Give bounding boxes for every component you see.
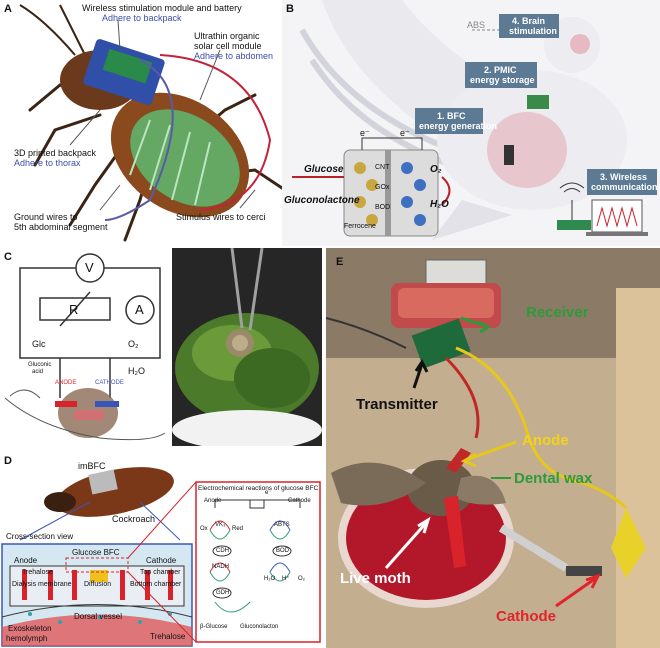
bfc-box-line1: 1. BFC (437, 111, 466, 121)
panel-b: B ABS 4. Brain stimulation 2. PMIC energ… (282, 0, 660, 246)
top-chamber-label: Top chamber (140, 569, 181, 576)
cockroach-illustration (19, 4, 287, 242)
pmic-box-line2: energy storage (470, 75, 535, 85)
gluconolactone-label: Gluconolactone (284, 195, 360, 206)
glucose-label: Glucose (304, 164, 344, 175)
imbfc-diagram (1, 467, 321, 647)
dialysis-label: Dialysis membrane (12, 581, 72, 588)
moth-photo (326, 248, 660, 648)
h2o-label-d: H₂O (264, 576, 276, 582)
transmitter-label: Transmitter (356, 396, 438, 413)
cross-section-label: Cross-section view (6, 532, 74, 541)
reaction-cathode-label: Cathode (288, 498, 311, 504)
h2o-label-c: H₂O (128, 366, 145, 376)
panel-c: C V R A Glc O₂ H₂O Gluconic acid ANODE C… (0, 248, 170, 446)
dorsal-vessel-label: Dorsal vessel (74, 612, 123, 621)
o2-label-d: O₂ (298, 576, 305, 582)
wireless-module-label: Wireless stimulation module and battery (82, 3, 242, 13)
panel-a: A Wireless stimulation module and batter… (0, 0, 300, 246)
ferrocene-label: Ferrocene (344, 223, 376, 230)
cockroach-label: Cockroach (112, 514, 156, 524)
bottom-chamber-label: Bottom chamber (130, 581, 182, 588)
reaction-anode-label: Anode (204, 498, 222, 504)
bod-label-d: BOD (276, 548, 290, 554)
exoskeleton-label: Exoskeleton (8, 624, 52, 633)
resistor-label: R (69, 302, 79, 317)
hplus-label: H⁺ (282, 576, 290, 582)
gluconic-label: Gluconic (28, 362, 52, 368)
cathode-label-e: Cathode (496, 608, 556, 625)
anode-label-e: Anode (522, 432, 569, 449)
bird-diagram (292, 0, 657, 240)
stimulus-wires-label: Stimulus wires to cerci (176, 212, 266, 222)
glc-label: Glc (32, 339, 46, 349)
diffusion-label: Diffusion (84, 581, 112, 588)
ground-wires-label-2: 5th abdominal segment (14, 222, 108, 232)
receiver-label: Receiver (526, 304, 589, 321)
wireless-box-line2: communication (591, 182, 658, 192)
o2-label-c: O₂ (128, 339, 139, 349)
gdh-label: GDH (216, 590, 230, 596)
reactions-title: Electrochemical reactions of glucose BFC (198, 485, 319, 492)
abs-label: ABS (467, 20, 486, 30)
vk3-label: VK₃ (215, 522, 226, 528)
cnt-label: CNT (375, 164, 390, 171)
o2-label: O₂ (430, 164, 442, 175)
electron-label-2: e⁻ (400, 128, 410, 138)
wireless-module-sublabel: Adhere to backpack (102, 13, 182, 23)
anode-label-d: Anode (14, 556, 38, 565)
brain-box-line2: stimulation (509, 26, 558, 36)
live-moth-label: Live moth (340, 570, 411, 587)
gluconic-label-2: acid (32, 369, 44, 375)
solar-cell-label-2: solar cell module (194, 41, 262, 51)
anode-label-c: ANODE (55, 380, 77, 386)
wireless-box-line1: 3. Wireless (600, 172, 647, 182)
ox-label-1: Ox (200, 526, 208, 532)
ground-wires-label: Ground wires to (14, 212, 78, 222)
abts-label: ABTS (274, 522, 290, 528)
gluconolacton-label: Gluconolacton (240, 624, 279, 630)
red-label-1: Red (232, 526, 244, 532)
brain-box-line1: 4. Brain (512, 16, 546, 26)
backpack-label: 3D printed backpack (14, 148, 97, 158)
glucose-bfc-label: Glucose BFC (72, 548, 120, 557)
h2o-label: H₂O (430, 199, 449, 210)
moss-snail-image (172, 248, 322, 446)
imbfc-label: imBFC (78, 461, 106, 471)
cdh-label: CDH (216, 548, 229, 554)
electron-label-d: e⁻ (265, 490, 272, 496)
dental-wax-label: Dental wax (514, 470, 593, 487)
panel-label-b: B (286, 3, 294, 15)
panel-label-e: E (336, 256, 344, 268)
beta-glucose-label: β-Glucose (200, 624, 228, 630)
bod-label: BOD (375, 204, 391, 211)
snail-photo (172, 248, 322, 446)
trehalose-label-2: Trehalose (150, 632, 186, 641)
cathode-label-c: CATHODE (95, 380, 124, 386)
panel-label-a: A (4, 3, 12, 15)
solar-cell-sublabel: Adhere to abdomen (194, 51, 274, 61)
ammeter-label: A (135, 302, 144, 317)
bfc-box-line2: energy generation (419, 121, 498, 131)
trehalose-label: Trehalose (22, 569, 53, 576)
nadh-label: NADH (212, 564, 230, 570)
voltmeter-label: V (85, 260, 94, 275)
hemolymph-label: hemolymph (6, 634, 48, 643)
panel-label-c: C (4, 251, 12, 263)
gox-label: GOx (375, 184, 390, 191)
backpack-sublabel: Adhere to thorax (14, 158, 81, 168)
solar-cell-label: Ultrathin organic (194, 31, 260, 41)
panel-e: E Receiver Transmitter Anode Dental wax … (326, 248, 660, 648)
panel-d: D imBFC Cockroach Cross-section view Glu… (0, 452, 322, 648)
cathode-label-d: Cathode (146, 556, 177, 565)
pmic-box-line1: 2. PMIC (484, 65, 517, 75)
circuit-diagram (4, 253, 166, 441)
electron-label-1: e⁻ (360, 128, 370, 138)
panel-label-d: D (4, 455, 12, 467)
